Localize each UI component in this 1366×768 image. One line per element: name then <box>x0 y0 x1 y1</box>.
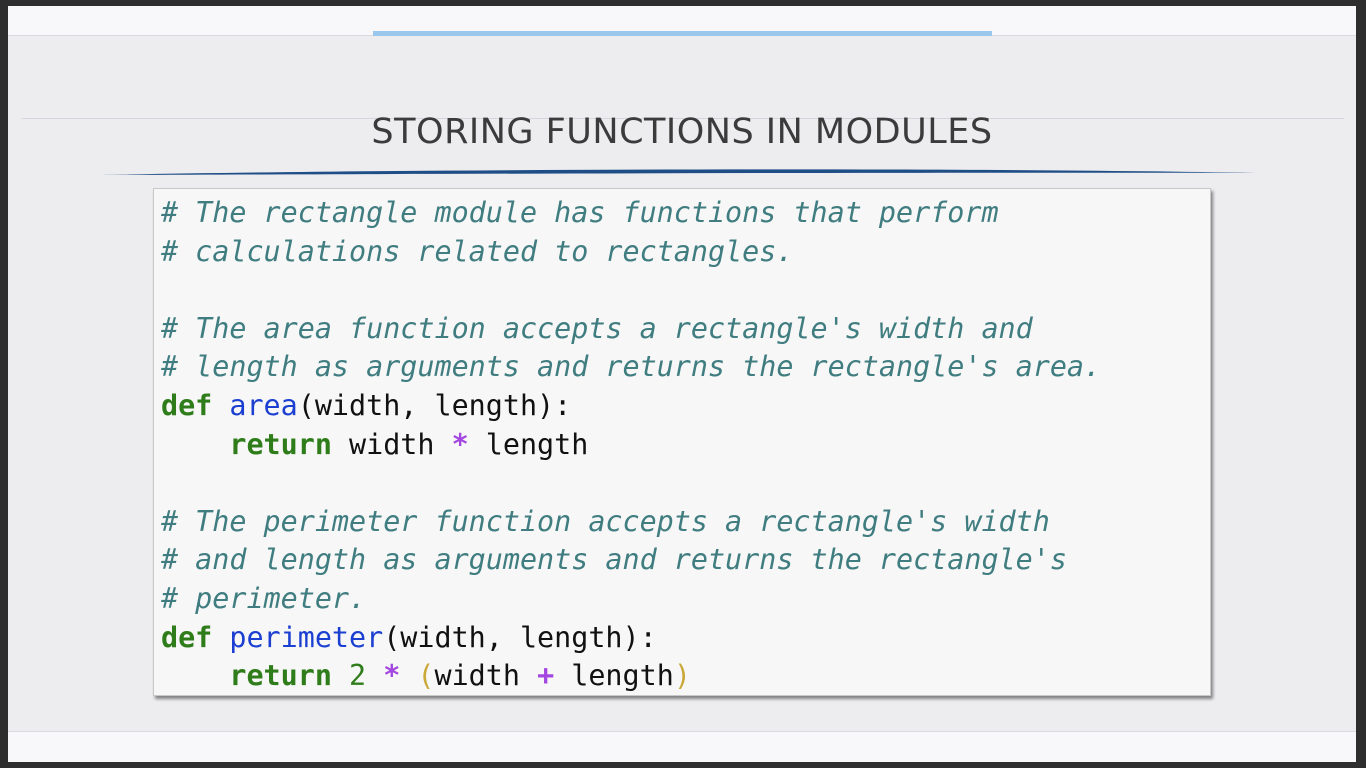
code-token-text <box>366 659 383 692</box>
code-token-comment: # length as arguments and returns the re… <box>161 350 1102 384</box>
code-token-text: (width, length): <box>383 620 657 654</box>
code-token-comment: # The area function accepts a rectangle'… <box>161 311 1033 345</box>
code-line: return 2 * (width + length) <box>161 657 1101 696</box>
code-token-text <box>212 621 229 654</box>
code-line <box>161 464 1101 503</box>
code-token-paren-alt: ) <box>673 659 691 693</box>
top-accent-bar <box>373 31 992 36</box>
code-line: # length as arguments and returns the re… <box>161 348 1101 387</box>
code-token-comment: # and length as arguments and returns th… <box>161 543 1067 577</box>
code-line: # The rectangle module has functions tha… <box>161 194 1101 233</box>
code-token-text <box>212 389 229 422</box>
code-token-comment: # The perimeter function accepts a recta… <box>161 504 1050 538</box>
code-token-paren-alt: ( <box>417 659 435 693</box>
code-line: # The perimeter function accepts a recta… <box>161 503 1101 542</box>
code-token-text: length <box>554 659 674 693</box>
code-line: return width * length <box>161 426 1101 465</box>
title-underline-swoosh <box>100 169 1256 175</box>
code-token-operator: * <box>383 659 401 693</box>
slide-title: STORING FUNCTIONS IN MODULES <box>371 112 993 152</box>
code-block: # The rectangle module has functions tha… <box>153 188 1211 696</box>
code-line: # perimeter. <box>161 580 1101 619</box>
code-token-comment: # The rectangle module has functions tha… <box>161 196 999 229</box>
code-token-text <box>400 659 417 692</box>
code-token-text: length <box>468 427 589 461</box>
code-line <box>161 271 1101 310</box>
code-token-operator: * <box>451 427 469 461</box>
slide-bottom-band <box>8 731 1356 762</box>
code-token-text: width <box>434 659 538 693</box>
code-token-text <box>332 659 349 692</box>
title-rule <box>22 118 1344 119</box>
code-token-comment: # calculations related to rectangles. <box>161 234 794 268</box>
code-line: def perimeter(width, length): <box>161 619 1101 658</box>
code-line: # calculations related to rectangles. <box>161 233 1101 272</box>
code-token-funcname: perimeter <box>229 620 384 654</box>
code-token-text: width <box>331 427 452 461</box>
code-token-number: 2 <box>349 659 367 693</box>
code-line: # The area function accepts a rectangle'… <box>161 310 1101 349</box>
code-token-comment: # perimeter. <box>161 581 367 615</box>
code-token-text <box>161 428 229 461</box>
code-token-keyword: return <box>229 659 332 693</box>
code-line: # and length as arguments and returns th… <box>161 541 1101 580</box>
code-line: def area(width, length): <box>161 387 1101 426</box>
code-token-text <box>161 659 229 692</box>
code-listing: # The rectangle module has functions tha… <box>161 194 1101 696</box>
slide-frame: STORING FUNCTIONS IN MODULES # The recta… <box>8 6 1356 762</box>
code-token-text: (width, length): <box>297 388 572 422</box>
code-token-keyword: return <box>229 427 332 461</box>
code-token-funcname: area <box>229 388 298 422</box>
code-token-operator: + <box>537 659 555 693</box>
code-token-keyword: def <box>161 388 213 422</box>
code-token-keyword: def <box>161 620 213 654</box>
